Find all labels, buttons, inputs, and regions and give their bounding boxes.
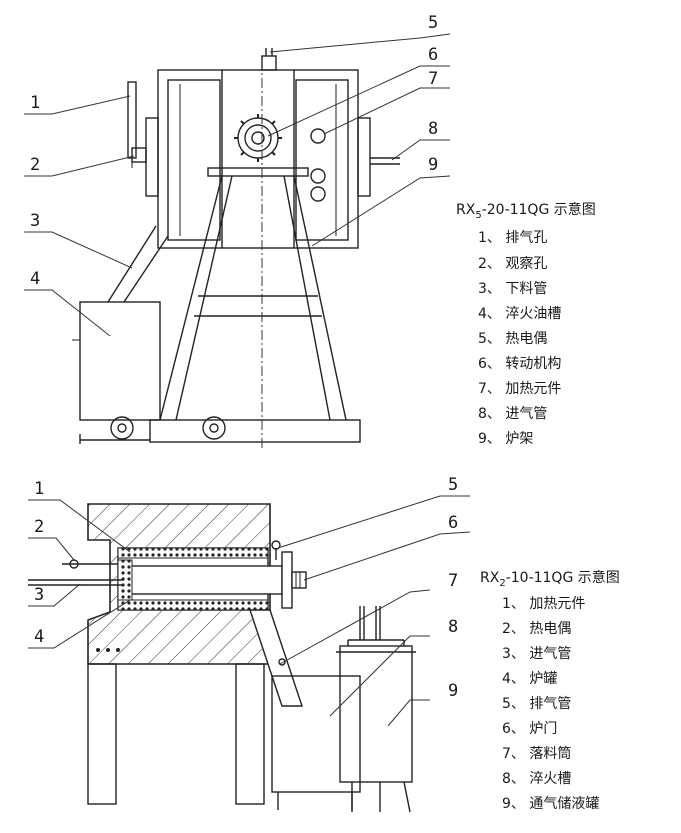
- top-legend-item: 2、 观察孔: [478, 255, 547, 272]
- top-callout-9: 9: [428, 155, 438, 175]
- storage-tank: [339, 645, 413, 783]
- bottom-callout-8: 8: [448, 617, 458, 637]
- top-callout-2: 2: [30, 155, 40, 175]
- bottom-legend-item: 4、 炉罐: [502, 671, 557, 687]
- furnace-door: [281, 551, 293, 609]
- top-base: [149, 419, 361, 443]
- top-legend-item: 3、 下料管: [478, 281, 547, 297]
- bottom-legend-item: 6、 炉门: [502, 721, 557, 737]
- bottom-leader-lines: [28, 495, 471, 727]
- top-callout-8: 8: [428, 119, 438, 139]
- wheel: [110, 416, 134, 440]
- top-furnace-drawing: 1 2 3 4 5 6 7 8 9 RX5-20-11QG 示意图 1、 排气孔…: [24, 13, 596, 448]
- bottom-legend-item: 3、 进气管: [502, 646, 571, 662]
- top-legend-item: 7、 加热元件: [478, 381, 561, 397]
- bottom-legend-item: 2、 热电偶: [502, 621, 571, 637]
- bottom-legend-item: 1、 加热元件: [502, 596, 585, 612]
- door-handle: [291, 571, 307, 589]
- bottom-callout-4: 4: [34, 627, 44, 647]
- bottom-callout-9: 9: [448, 681, 458, 701]
- top-right-chamber: [295, 79, 349, 241]
- oil-tank: [79, 301, 161, 421]
- top-legend-item: 4、 淬火油槽: [478, 306, 561, 322]
- bottom-callout-7: 7: [448, 571, 458, 591]
- top-leader-lines: [24, 33, 451, 337]
- top-legend-item: 9、 炉架: [478, 431, 533, 447]
- top-legend-item: 8、 进气管: [478, 406, 547, 422]
- top-legend-item: 1、 排气孔: [478, 230, 547, 246]
- quench-tank: [271, 675, 361, 793]
- bottom-furnace-drawing: 1 2 3 4 5 6 7 8 9 RX2-10-11QG 示意图 1、 加热元…: [28, 475, 620, 813]
- top-left-flange: [145, 117, 159, 197]
- thermocouple-head: [261, 55, 277, 71]
- top-right-flange: [357, 117, 371, 197]
- support-table: [207, 167, 309, 177]
- retort-tube: [123, 565, 283, 595]
- top-callout-3: 3: [30, 211, 40, 231]
- furnace-leg: [87, 663, 117, 805]
- heating-element-ring: [310, 128, 326, 144]
- bottom-callout-2: 2: [34, 517, 44, 537]
- top-left-chamber: [167, 79, 221, 241]
- bottom-legend-item: 7、 落料筒: [502, 745, 571, 762]
- top-callout-6: 6: [428, 45, 438, 65]
- top-legend-title: RX5-20-11QG 示意图: [456, 201, 596, 221]
- top-callout-1: 1: [30, 93, 40, 113]
- bottom-callout-1: 1: [34, 479, 44, 499]
- bottom-callout-5: 5: [448, 475, 458, 495]
- heating-coil: [117, 547, 269, 559]
- drop-chute: [249, 609, 303, 707]
- top-callout-5: 5: [428, 13, 438, 33]
- top-callout-4: 4: [30, 269, 40, 289]
- top-legend-item: 6、 转动机构: [478, 356, 561, 372]
- wheel: [202, 416, 226, 440]
- heating-coil: [117, 599, 269, 611]
- vent-rod: [127, 81, 137, 159]
- furnace-leg: [235, 663, 265, 805]
- bottom-legend-item: 8、 淬火槽: [502, 771, 571, 787]
- top-legend-item: 5、 热电偶: [478, 331, 547, 347]
- observation-port: [131, 147, 147, 163]
- bottom-callout-3: 3: [34, 585, 44, 605]
- bottom-callout-6: 6: [448, 513, 458, 533]
- bottom-legend-title: RX2-10-11QG 示意图: [480, 569, 620, 589]
- bottom-legend-item: 5、 排气管: [502, 696, 571, 712]
- bottom-legend-item: 9、 通气储液罐: [502, 796, 599, 812]
- top-callout-7: 7: [428, 69, 438, 89]
